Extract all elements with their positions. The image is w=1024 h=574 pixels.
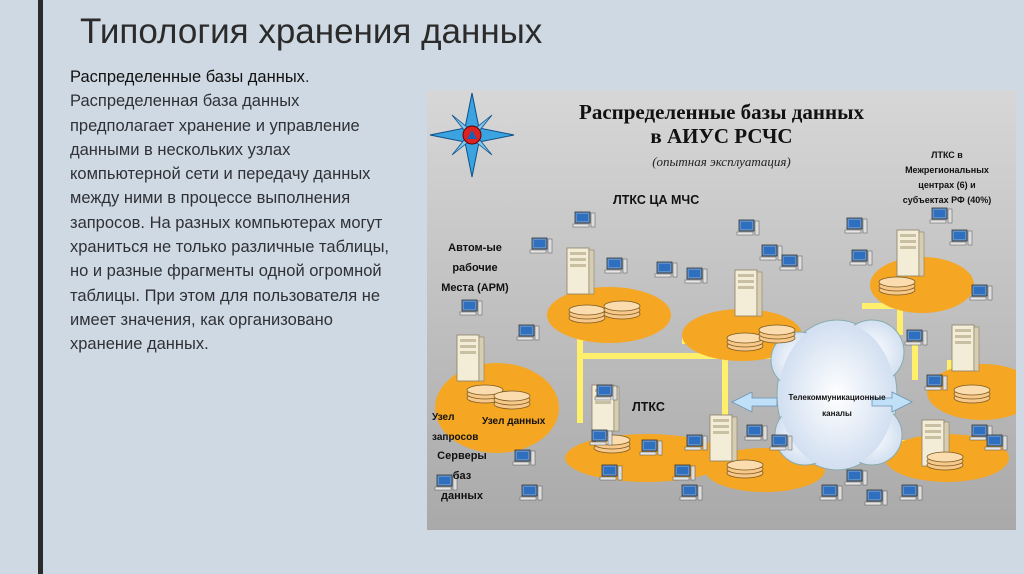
label-regional-line3: центрах (6) и bbox=[918, 180, 976, 190]
label-data-node: Узел данных bbox=[482, 416, 546, 427]
bidirectional-arrow-icon bbox=[731, 391, 913, 413]
body-paragraph: Распределенная база данных предполагает … bbox=[70, 92, 390, 354]
label-query-node: Узел запросов bbox=[432, 408, 478, 448]
label-query-node-line1: Узел bbox=[432, 412, 455, 423]
label-arm-line3: Места (АРМ) bbox=[441, 282, 509, 294]
diagram-image: Распределенные базы данных в АИУС РСЧС (… bbox=[427, 90, 1016, 530]
label-ltks-center: ЛТКС ЦА МЧС bbox=[613, 193, 700, 207]
label-arm-line2: рабочие bbox=[452, 262, 498, 274]
label-regional-centers: ЛТКС в Межрегиональных центрах (6) и суб… bbox=[887, 148, 1007, 208]
diagram-canvas bbox=[427, 90, 1016, 530]
telecom-cloud bbox=[770, 319, 905, 471]
label-query-node-line2: запросов bbox=[432, 432, 479, 443]
compass-star-icon bbox=[429, 92, 515, 178]
diagram-title-line1: Распределенные базы данных bbox=[579, 100, 864, 124]
diagram-title-line2: в АИУС РСЧС bbox=[650, 124, 793, 148]
body-subtitle: Распределенные базы данных bbox=[70, 68, 305, 86]
label-regional-line1: ЛТКС в bbox=[931, 150, 963, 160]
slide-title: Типология хранения данных bbox=[80, 12, 543, 51]
label-servers-line2: баз bbox=[452, 470, 472, 482]
label-servers-line1: Серверы bbox=[437, 450, 487, 462]
label-regional-line4: субъектах РФ (40%) bbox=[902, 195, 992, 205]
label-db-servers: Серверы баз данных bbox=[427, 446, 497, 506]
body-text: Распределенные базы данных. Распределенн… bbox=[70, 65, 405, 357]
label-ltks: ЛТКС bbox=[632, 400, 665, 414]
label-telecom-channels: Телекоммуникационные каналы bbox=[777, 390, 897, 422]
label-cloud-line2: каналы bbox=[822, 409, 852, 418]
diagram-title: Распределенные базы данных в АИУС РСЧС bbox=[427, 100, 1016, 148]
diagram-subtitle: (опытная эксплуатация) bbox=[652, 154, 791, 169]
label-workstations: Автом-ые рабочие Места (АРМ) bbox=[427, 238, 523, 298]
label-servers-line3: данных bbox=[441, 490, 483, 502]
accent-bar bbox=[38, 0, 43, 574]
label-cloud-line1: Телекоммуникационные bbox=[788, 393, 886, 402]
label-arm-line1: Автом-ые bbox=[448, 242, 502, 254]
label-regional-line2: Межрегиональных bbox=[905, 165, 989, 175]
